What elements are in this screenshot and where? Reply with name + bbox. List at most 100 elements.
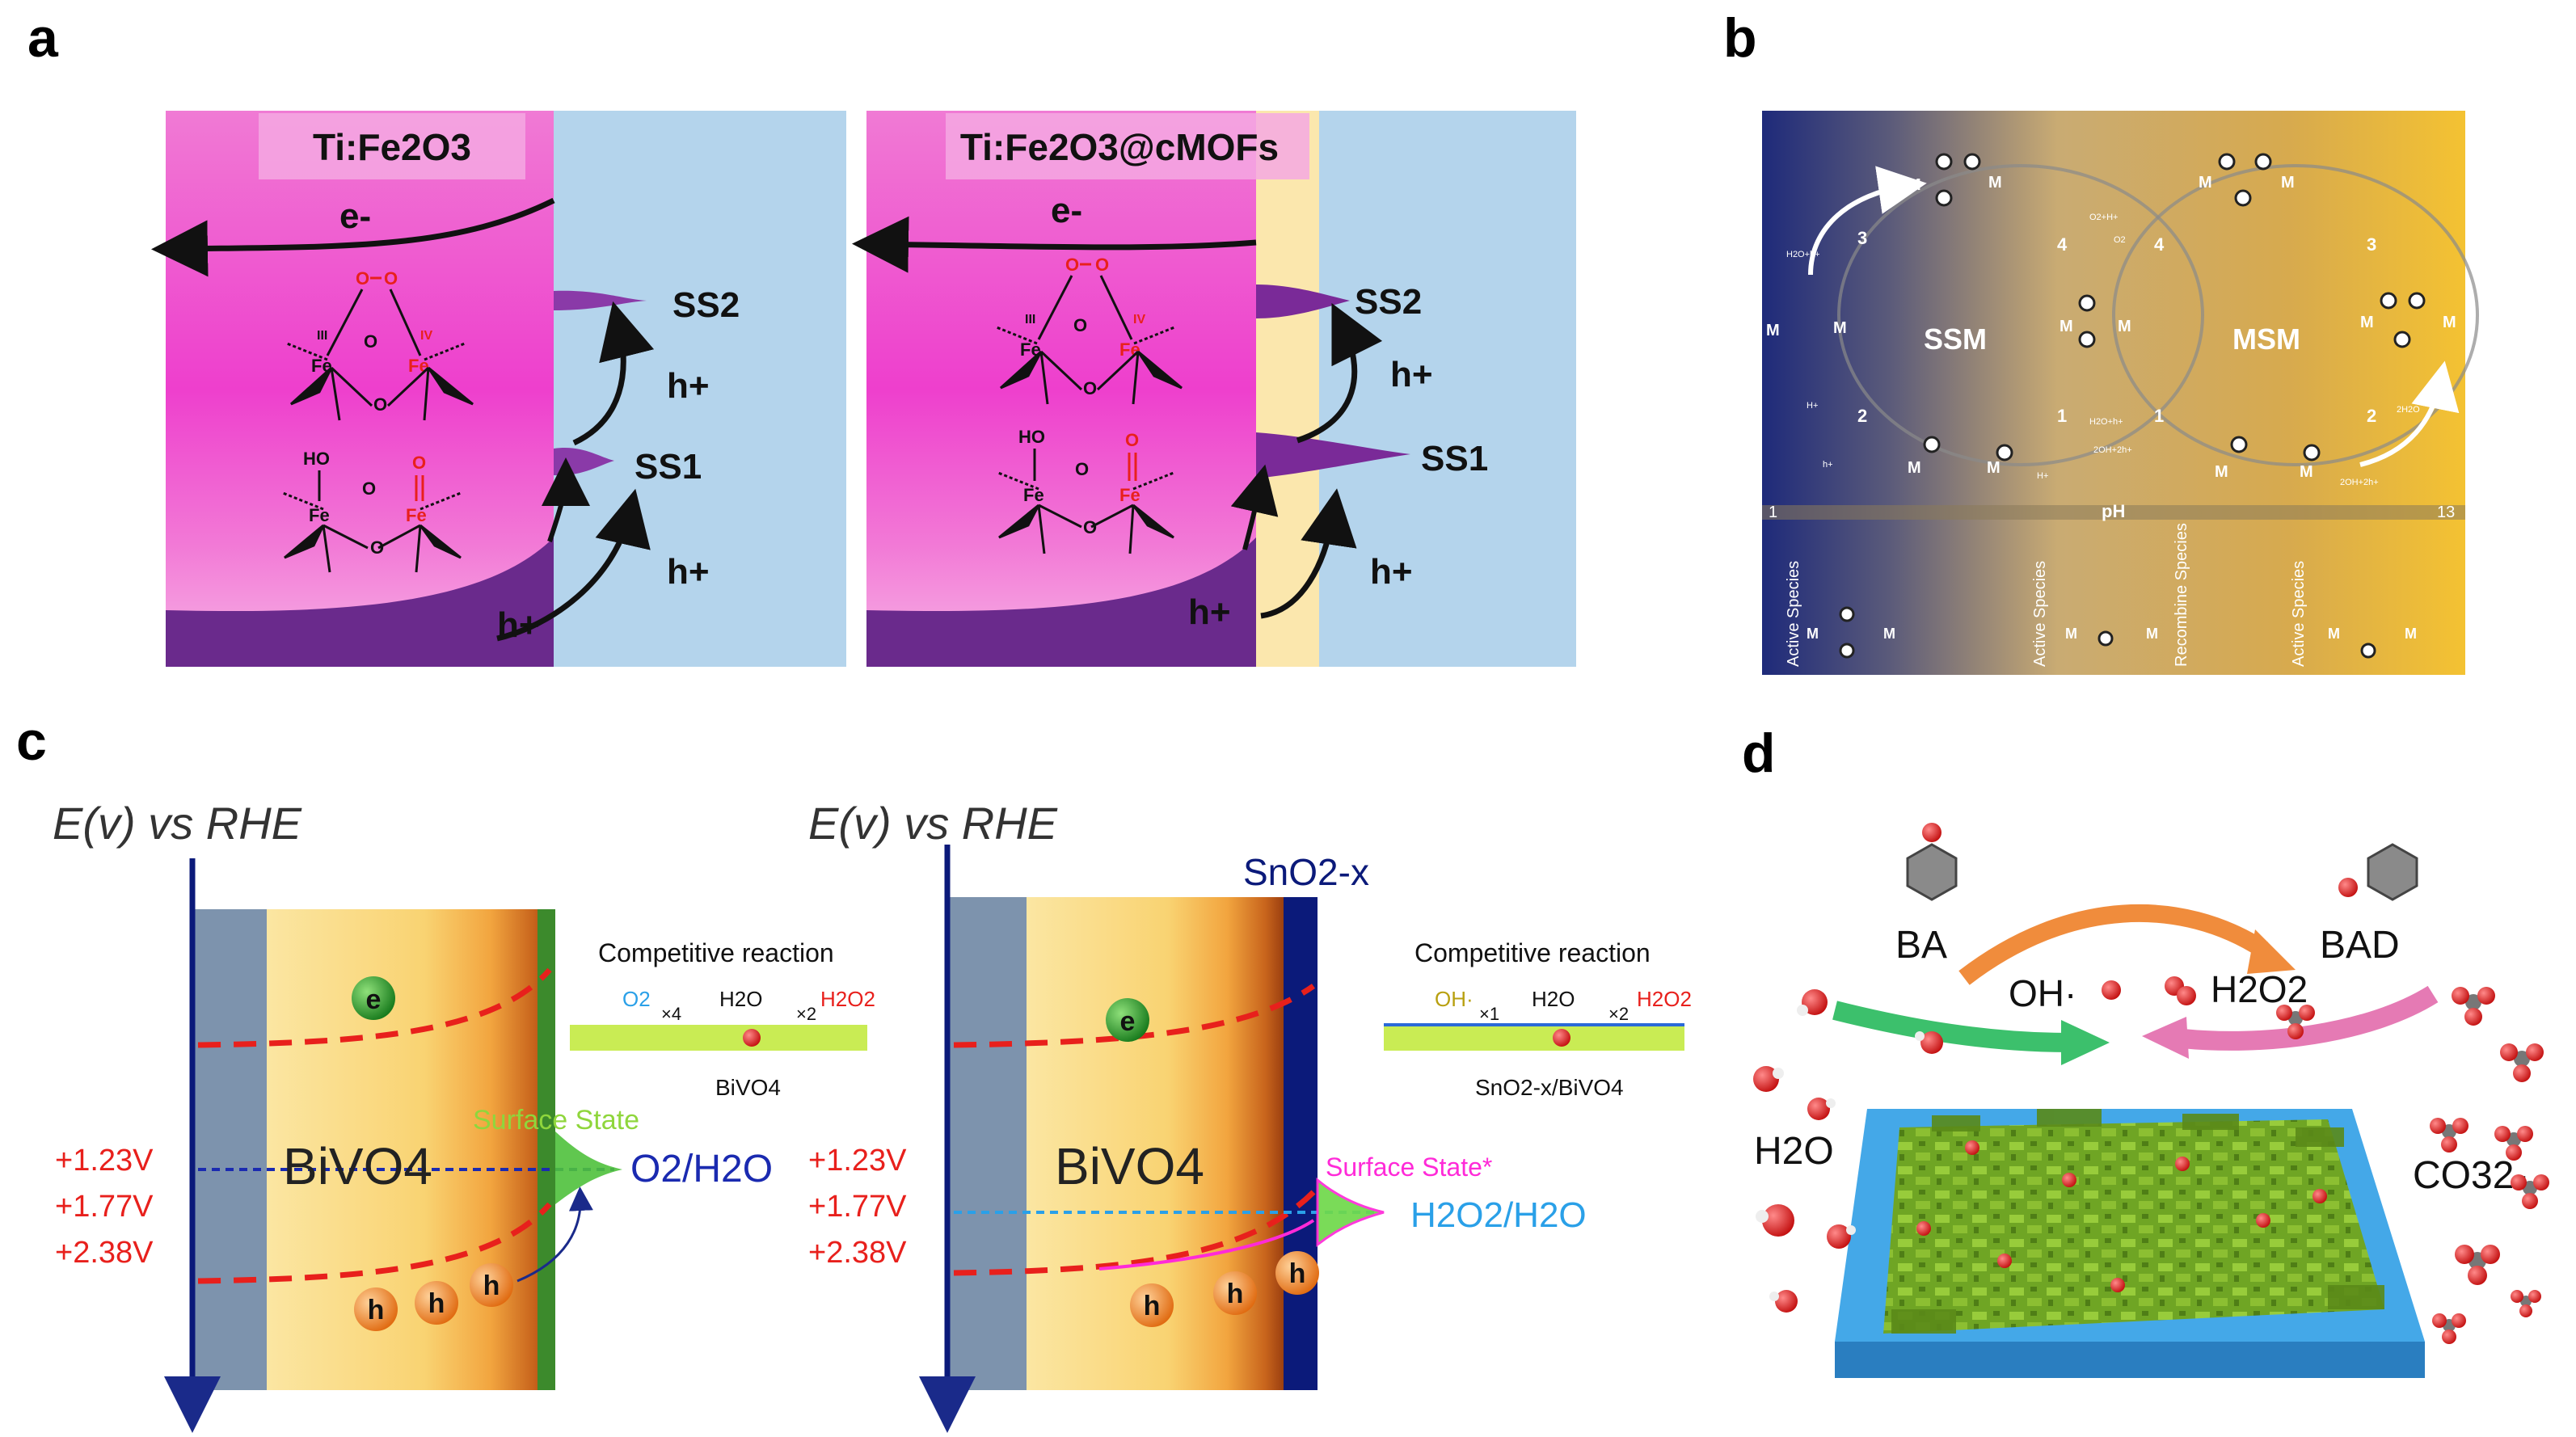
svg-text:1: 1 (2154, 406, 2164, 426)
ph-bar (1762, 505, 2465, 520)
comp-substrate-left: BiVO4 (715, 1075, 781, 1100)
panel-c-right: E(v) vs RHE SnO2-x BiVO4 +1.23V +1.77V +… (808, 798, 1692, 1433)
active-species-1: Active Species (1785, 561, 1802, 667)
peroxo-complex-cmof: O O Fe Fe III IV O O (996, 255, 1183, 405)
hole-ball-r3 (1275, 1251, 1319, 1295)
svg-text:2OH+2h+: 2OH+2h+ (2093, 445, 2132, 455)
hole-label-upper-cmof: h+ (1390, 355, 1433, 394)
svg-text:OH·: OH· (1435, 987, 1474, 1011)
electrolyte-region-cmof (1319, 111, 1576, 667)
hole-arrow-short (541, 457, 590, 542)
substrate-block-right (950, 897, 1027, 1390)
svg-text:M: M (1988, 174, 2002, 192)
co3-arrow (2181, 985, 2439, 1051)
ba-to-bad-arrow (1958, 904, 2268, 985)
msm-label: MSM (2232, 322, 2300, 356)
svg-text:h: h (483, 1271, 500, 1301)
co3-label: CO32- (2413, 1154, 2527, 1197)
svg-text:IV: IV (420, 329, 432, 343)
svg-text:O2: O2 (2114, 235, 2126, 245)
ss2-label: SS2 (672, 285, 740, 325)
svg-text:H2O2: H2O2 (1637, 987, 1692, 1011)
svg-text:M: M (1883, 626, 1895, 642)
axis-label-left: E(v) vs RHE (53, 798, 302, 849)
ba-molecule (1906, 823, 1958, 901)
carbonate-molecules (2276, 987, 2549, 1344)
surface-state-star-label: Surface State* (1326, 1153, 1492, 1182)
svg-text:4: 4 (2154, 234, 2165, 255)
svg-text:+1.77V: +1.77V (808, 1190, 907, 1224)
svg-text:+2.38V: +2.38V (55, 1236, 154, 1270)
svg-text:1: 1 (2057, 406, 2067, 426)
conduction-band (197, 967, 552, 1048)
svg-text:M: M (2060, 318, 2073, 335)
svg-text:M: M (2360, 314, 2374, 331)
h2o-arrow (1832, 1001, 2070, 1052)
svg-text:h: h (368, 1295, 385, 1325)
oh-radical-label: OH· (2009, 972, 2076, 1014)
couple-label-left: O2/H2O (630, 1148, 773, 1190)
svg-text:h: h (1144, 1291, 1161, 1321)
surface-state-label: Surface State (473, 1105, 639, 1136)
oxo-complex: HO O Fe Fe O O (282, 449, 462, 573)
electron-arrow-cmof (852, 216, 1257, 273)
svg-text:h+: h+ (1823, 460, 1833, 470)
svg-text:×1: ×1 (1479, 1004, 1499, 1024)
ssm-label: SSM (1924, 322, 1987, 356)
co3-arrowhead (2142, 1017, 2189, 1059)
comp-site-right (1553, 1029, 1570, 1047)
h2o2-icon (2165, 976, 2196, 1005)
valence-band-right (953, 1190, 1316, 1276)
svg-text:×2: ×2 (796, 1004, 816, 1024)
svg-text:HO: HO (1018, 427, 1045, 447)
svg-text:+1.23V: +1.23V (808, 1144, 907, 1178)
msm-step2-arrow (2359, 360, 2460, 467)
comp-substrate-bar-right (1384, 1025, 1684, 1051)
bivo4-label-right: BiVO4 (1055, 1137, 1204, 1195)
svg-text:O: O (1075, 459, 1089, 479)
axis-label-right: E(v) vs RHE (808, 798, 1058, 849)
svg-text:M: M (1908, 459, 1921, 477)
bad-molecule (2338, 843, 2418, 901)
svg-text:O: O (364, 331, 377, 352)
peroxo-complex: O O Fe Fe III IV O O (286, 268, 474, 421)
hole-arrow-vb-ss1-cmof (1260, 488, 1357, 619)
cmof-layer (1256, 111, 1319, 667)
svg-text:h: h (1289, 1258, 1306, 1289)
svg-text:M: M (2300, 463, 2313, 481)
hole-ball-labels: h h h (368, 1271, 500, 1325)
panel-b-letter: b (1723, 7, 1757, 69)
svg-text:2: 2 (2367, 406, 2376, 426)
o-atoms (1923, 153, 2426, 461)
sno2-label: SnO2-x (1243, 851, 1369, 893)
hole-label-vb: h+ (497, 605, 540, 645)
nanosheet-array (1883, 1119, 2384, 1334)
svg-text:O: O (1125, 430, 1139, 450)
comp-title-right: Competitive reaction (1414, 938, 1651, 967)
surface-state-star-curve (1098, 1219, 1315, 1271)
svg-text:O: O (356, 268, 369, 289)
ph-label: pH (2102, 501, 2125, 521)
hole-label-lower-cmof: h+ (1370, 552, 1413, 592)
hole-label-vb-cmof: h+ (1188, 592, 1231, 632)
svg-text:2H2O: 2H2O (2397, 405, 2420, 415)
svg-text:2OH+2h+: 2OH+2h+ (2340, 478, 2379, 487)
svg-text:M: M (2146, 626, 2158, 642)
title-box-cmof (946, 113, 1309, 179)
svg-text:H2O+h+: H2O+h+ (1786, 250, 1820, 259)
msm-cycle (2112, 164, 2479, 466)
valence-band (197, 1202, 552, 1284)
svg-text:2: 2 (1857, 406, 1867, 426)
active-species-2: Active Species (2031, 561, 2049, 667)
couple-label-right: H2O2/H2O (1410, 1195, 1587, 1235)
svg-text:III: III (317, 329, 327, 343)
svg-text:O2+H+: O2+H+ (2089, 213, 2118, 222)
panel-a-letter: a (27, 7, 59, 69)
ph-high: 13 (2437, 504, 2455, 521)
ssm-cycle (1837, 164, 2204, 466)
valence-band-fill-cmof (866, 537, 1256, 667)
hole-arrow-ss1-ss2-cmof (1296, 302, 1383, 444)
svg-text:O: O (370, 537, 384, 558)
ss2-peak-cmof (1256, 284, 1350, 318)
